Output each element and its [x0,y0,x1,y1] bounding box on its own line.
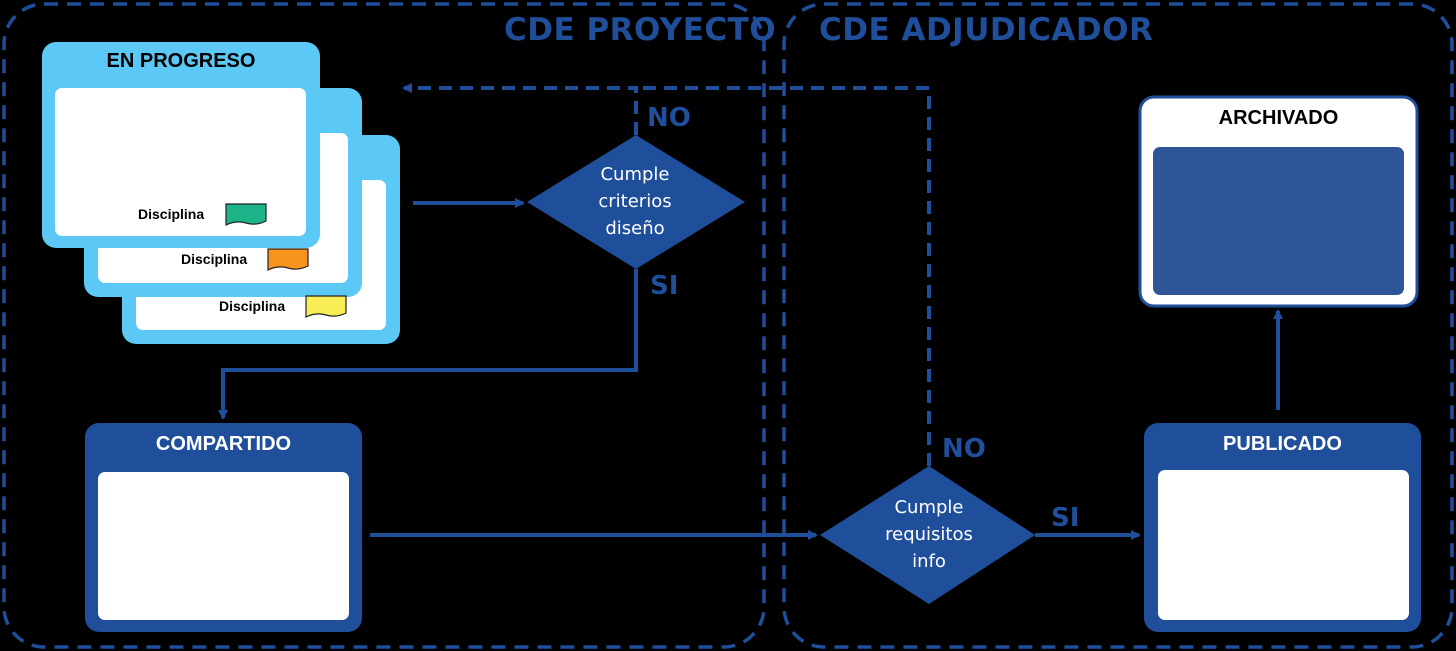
decision-info-no-label: NO [942,434,986,464]
decision-design-diamond [527,135,745,269]
decision-design-line3: diseño [605,218,665,239]
decision-info-line2: requisitos [885,524,973,545]
discipline-flag-green [225,203,267,226]
published-title: PUBLICADO [1223,433,1342,455]
region-project-title: CDE PROYECTO [504,12,777,48]
discipline-label-1: Disciplina [138,206,205,222]
arrow-design-no-back [402,83,638,135]
decision-info-line1: Cumple [894,497,964,518]
shared-card-body [98,472,349,620]
decision-design-text: Cumple criterios diseño [560,161,710,242]
archived-title: ARCHIVADO [1218,107,1339,129]
region-adjudicator-title: CDE ADJUDICADOR [819,12,1154,48]
decision-info-diamond [820,466,1035,604]
arrow-info-no-back [636,86,931,466]
in-progress-title: EN PROGRESO [106,50,256,72]
discipline-flag-yellow [305,295,347,318]
discipline-flag-orange [267,248,309,271]
arrow-design-si-to-shared [218,269,638,420]
shared-title: COMPARTIDO [155,433,292,455]
decision-design-no-label: NO [647,103,691,133]
decision-info-yes-label: SI [1051,503,1080,533]
region-project-boundary [2,2,766,649]
decision-info-line3: info [912,551,946,572]
decision-info-text: Cumple requisitos info [854,494,1004,575]
published-card-body [1158,470,1409,620]
discipline-label-3: Disciplina [219,298,286,314]
discipline-label-2: Disciplina [181,251,248,267]
decision-design-yes-label: SI [650,271,679,301]
archived-card-body [1153,147,1404,295]
decision-design-line1: Cumple [600,164,670,185]
region-adjudicator-boundary [782,2,1454,649]
decision-design-line2: criterios [598,191,672,212]
card-stack [42,42,400,344]
